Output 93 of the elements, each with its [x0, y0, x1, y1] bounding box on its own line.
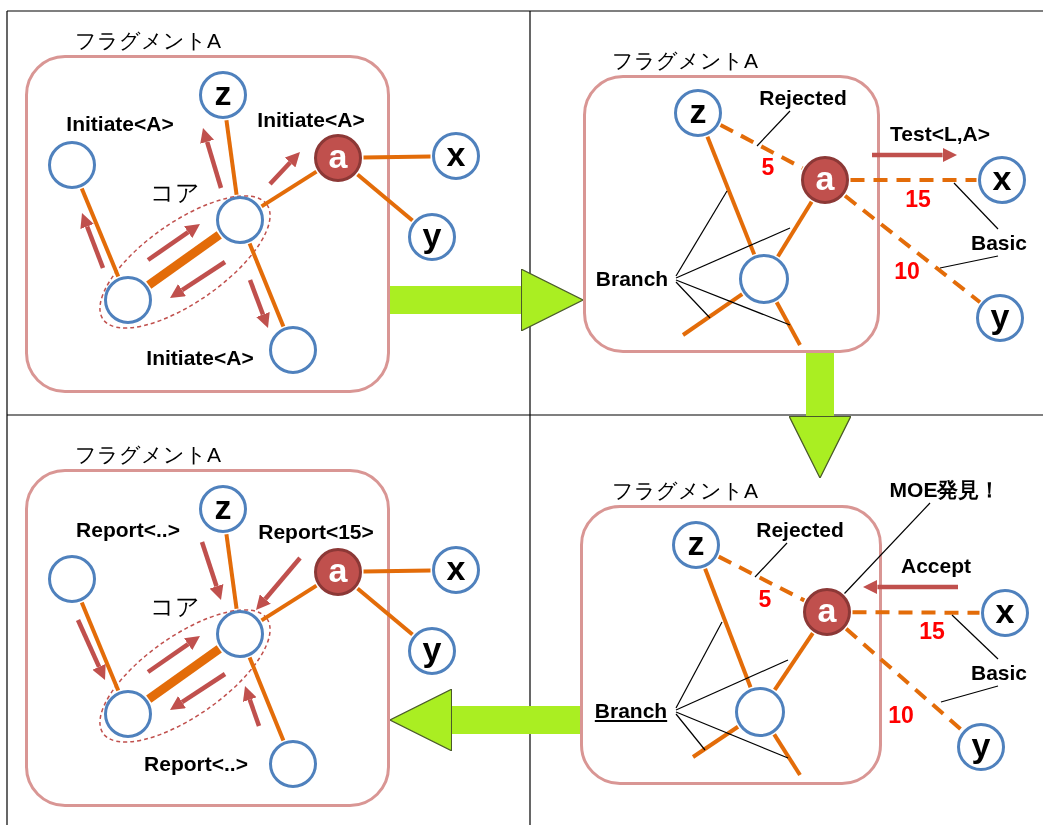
- graph-edge: [146, 231, 222, 289]
- leader-line: [675, 227, 791, 279]
- leader-line: [953, 182, 999, 230]
- graph-edge: [260, 169, 318, 209]
- graph-edge: [356, 172, 414, 223]
- message-label: Report<..>: [144, 752, 248, 776]
- node-circle: [48, 141, 96, 189]
- node-circle: [269, 326, 317, 374]
- node-circle: x: [432, 132, 480, 180]
- graph-edge: [681, 292, 744, 337]
- leader-line: [675, 279, 791, 326]
- graph-edge: [717, 554, 806, 603]
- core-label: コア: [150, 594, 200, 620]
- node-circle: y: [976, 294, 1024, 342]
- graph-edge: [146, 645, 222, 703]
- message-label: Report<15>: [258, 520, 374, 544]
- state-label: Basic: [964, 659, 1034, 686]
- graph-edge: [719, 123, 804, 170]
- graph-edge: [773, 632, 815, 692]
- node-circle: x: [978, 156, 1026, 204]
- block-arrow: [389, 688, 580, 752]
- node-circle: z: [199, 71, 247, 119]
- node-circle: [48, 555, 96, 603]
- node-circle: [104, 276, 152, 324]
- block-arrow: [390, 268, 584, 332]
- node-circle: z: [199, 485, 247, 533]
- fragment-heading: フラグメントA: [612, 478, 758, 504]
- node-circle: [735, 687, 785, 737]
- node-circle: a: [314, 134, 362, 182]
- state-label: Branch: [588, 265, 676, 291]
- core-label: コア: [150, 180, 200, 206]
- fragment-heading: フラグメントA: [612, 48, 758, 74]
- leader-line: [754, 542, 788, 578]
- graph-edge: [844, 627, 964, 732]
- state-label: Branch: [586, 697, 676, 723]
- state-label: Basic: [964, 229, 1034, 256]
- graph-edge: [363, 154, 431, 160]
- leader-line: [675, 621, 723, 709]
- leader-line: [939, 255, 999, 269]
- message-label: Report<..>: [76, 518, 180, 542]
- node-circle: [104, 690, 152, 738]
- node-circle: [269, 740, 317, 788]
- node-circle: y: [408, 213, 456, 261]
- graph-edge: [224, 120, 239, 195]
- leader-line: [940, 685, 999, 703]
- node-circle: y: [408, 627, 456, 675]
- graph-edge: [705, 135, 757, 256]
- leader-line: [675, 659, 789, 711]
- node-circle: a: [803, 588, 851, 636]
- leader-line: [951, 614, 999, 660]
- fragment-heading: フラグメントA: [75, 28, 221, 54]
- graph-edge: [79, 601, 121, 692]
- graph-edge: [852, 610, 980, 615]
- leader-line: [675, 711, 789, 759]
- leader-line: [843, 502, 931, 595]
- graph-edge: [247, 656, 286, 742]
- node-circle: x: [432, 546, 480, 594]
- message-label: Initiate<A>: [66, 112, 174, 136]
- graph-edge: [776, 200, 814, 258]
- graph-edge: [691, 725, 740, 759]
- node-circle: a: [314, 548, 362, 596]
- graph-edge: [79, 187, 121, 278]
- message-label: Accept: [901, 554, 971, 578]
- node-circle: [216, 196, 264, 244]
- leader-line: [756, 110, 791, 147]
- state-label: Rejected: [748, 84, 858, 111]
- graph-edge: [260, 583, 318, 623]
- graph-edge: [356, 586, 414, 637]
- node-circle: y: [957, 723, 1005, 771]
- graph-edge: [772, 733, 802, 777]
- graph-edge: [774, 301, 802, 346]
- message-label: Initiate<A>: [146, 346, 254, 370]
- node-circle: z: [672, 521, 720, 569]
- leader-line: [675, 713, 706, 751]
- graph-edge: [224, 534, 239, 609]
- node-circle: [216, 610, 264, 658]
- graph-edge: [850, 178, 977, 182]
- node-circle: x: [981, 589, 1029, 637]
- node-circle: a: [801, 156, 849, 204]
- graph-edge: [703, 568, 753, 688]
- graph-edge: [363, 568, 431, 574]
- fragment-heading: フラグメントA: [75, 442, 221, 468]
- block-arrow: [788, 353, 852, 479]
- graph-edge: [843, 194, 982, 304]
- state-label: Rejected: [745, 516, 855, 543]
- callout-text: MOE発見！: [886, 475, 1004, 503]
- message-label: Test<L,A>: [890, 122, 990, 146]
- node-circle: [739, 254, 789, 304]
- graph-edge: [247, 242, 286, 328]
- node-circle: z: [674, 89, 722, 137]
- message-label: Initiate<A>: [257, 108, 365, 132]
- leader-line: [675, 190, 728, 277]
- leader-line: [675, 281, 711, 319]
